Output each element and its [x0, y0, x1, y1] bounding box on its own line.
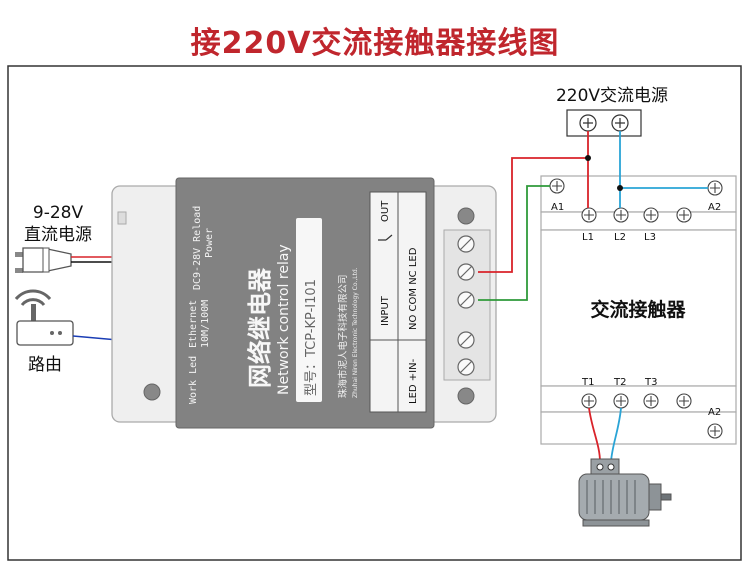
- motor-neutral-lead: [610, 407, 622, 463]
- diagram-frame: [7, 65, 742, 561]
- relay-screw-terminals: [457, 235, 475, 376]
- dc-power-label: 直流电源: [24, 225, 92, 245]
- terminal-l2-label: L2: [614, 232, 626, 243]
- maker-en: Zhuhai Niren Electronic Technology Co.,L…: [352, 267, 359, 398]
- router-icon: [16, 320, 74, 346]
- power-label: Power: [204, 228, 215, 258]
- model-badge: [296, 218, 322, 402]
- router-antenna: [31, 304, 36, 322]
- junction-dot: [617, 185, 623, 191]
- mounting-hole: [143, 383, 161, 401]
- terminal-t3-label: T3: [644, 377, 657, 388]
- out-label: OUT: [380, 200, 391, 222]
- contactor-terminals: [549, 178, 723, 439]
- terminal-a2-bottom-label: A2: [708, 407, 721, 418]
- model-label: 型号：TCP-KP-I101: [304, 279, 319, 396]
- relay-no-to-a1-wire: [478, 185, 550, 301]
- power-plug-icon: [15, 247, 72, 273]
- power-supply-terminal-block: [566, 109, 642, 137]
- ethernet-speed-label: 10M/100M: [200, 300, 211, 348]
- junction-dot: [585, 155, 591, 161]
- mounting-hole: [457, 207, 475, 225]
- maker-cn: 珠海市泥人电子科技有限公司: [337, 274, 349, 398]
- input-label: INPUT: [380, 295, 391, 326]
- page-title: 接220V交流接触器接线图: [190, 26, 560, 61]
- wifi-signal-icon: [14, 289, 52, 307]
- live-wire-relay-com: [478, 157, 588, 273]
- terminal-a2-top-label: A2: [708, 202, 721, 213]
- terminal-l1-label: L1: [582, 232, 594, 243]
- power-supply-label: 220V交流电源: [556, 86, 668, 106]
- mounting-hole: [457, 387, 475, 405]
- led-in-label: LED +IN-: [408, 358, 419, 404]
- contactor-label: 交流接触器: [590, 298, 686, 321]
- terminal-l3-label: L3: [644, 232, 656, 243]
- terminal-t1-label: T1: [581, 377, 594, 388]
- relay-name-en: Network control relay: [276, 244, 292, 395]
- work-led-label: Work Led: [188, 356, 199, 404]
- router-label: 路由: [28, 355, 62, 375]
- terminal-a1-label: A1: [551, 202, 564, 213]
- motor-live-lead: [588, 407, 601, 463]
- relay-name-cn: 网络继电器: [246, 267, 274, 388]
- motor-icon: [578, 458, 672, 527]
- ethernet-label: Ethernet: [188, 300, 199, 348]
- dc-voltage-label: 9-28V: [33, 203, 84, 223]
- network-cable: [72, 335, 119, 341]
- dc-input-label: DC9-28V Reload: [192, 206, 203, 290]
- terminal-t2-label: T2: [613, 377, 626, 388]
- no-com-nc-led-label: NO COM NC LED: [408, 247, 419, 330]
